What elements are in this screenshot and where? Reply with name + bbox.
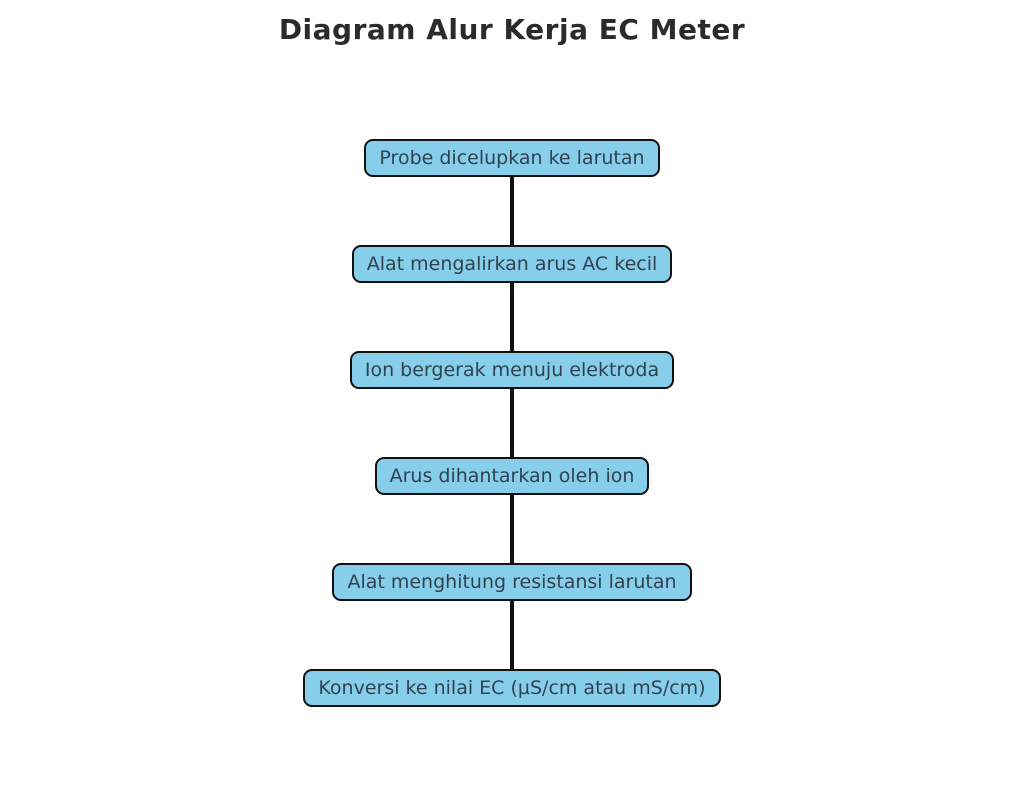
flow-node-probe: Probe dicelupkan ke larutan [364, 139, 660, 177]
flow-node-ion-bergerak: Ion bergerak menuju elektroda [349, 351, 675, 389]
connector-line [510, 177, 514, 245]
flow-node-arus-dihantarkan: Arus dihantarkan oleh ion [374, 457, 650, 495]
page-title: Diagram Alur Kerja EC Meter [278, 13, 746, 46]
connector-line [510, 389, 514, 457]
flow-node-resistansi: Alat menghitung resistansi larutan [332, 563, 692, 601]
connector-line [510, 283, 514, 351]
flow-node-arus-ac: Alat mengalirkan arus AC kecil [351, 245, 673, 283]
flow-node-konversi-ec: Konversi ke nilai EC (µS/cm atau mS/cm) [303, 669, 721, 707]
connector-line [510, 495, 514, 563]
connector-line [510, 601, 514, 669]
flowchart: Probe dicelupkan ke larutan Alat mengali… [0, 139, 1024, 707]
